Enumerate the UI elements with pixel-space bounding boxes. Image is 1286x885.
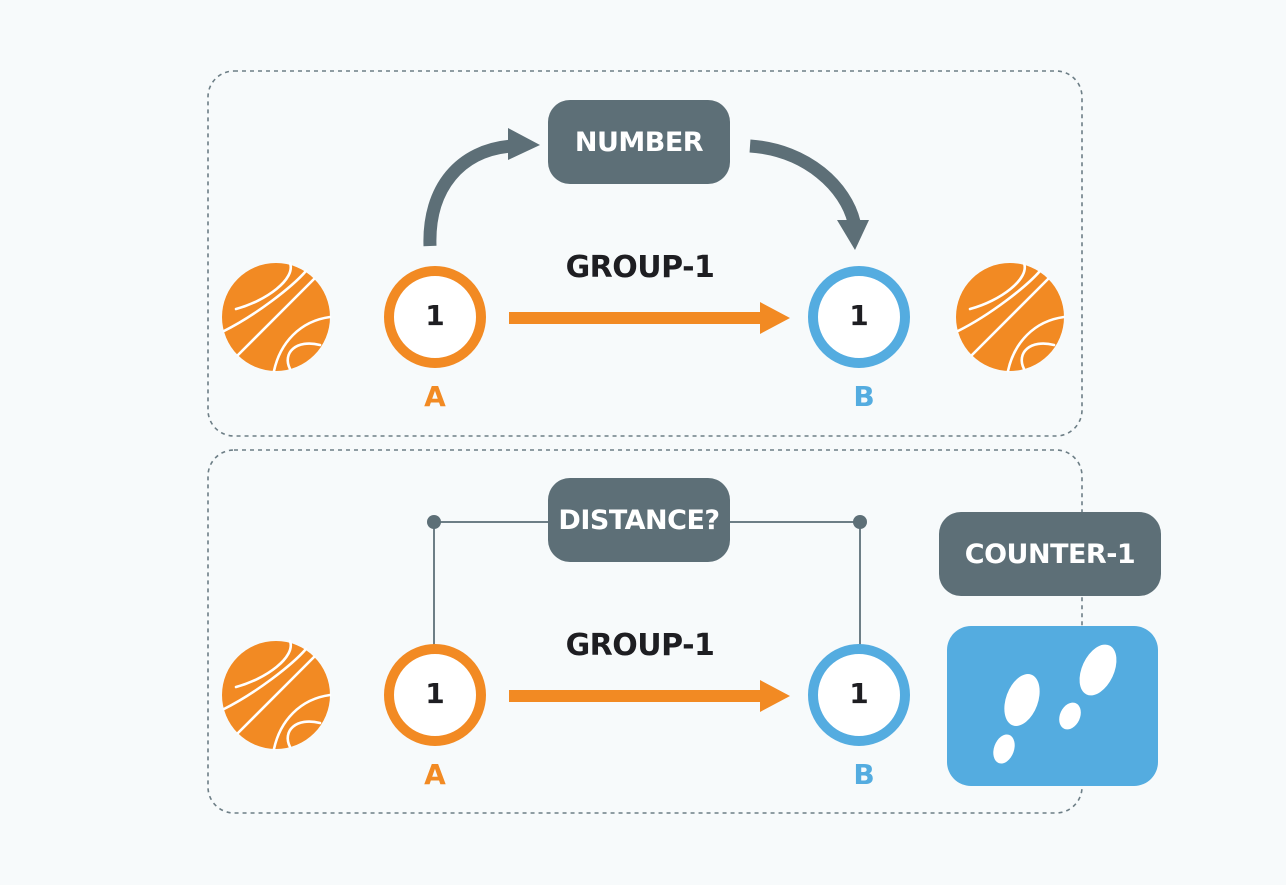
distance-tag-label: DISTANCE? [558,504,720,536]
top-pass-arrow-head [760,302,790,334]
curve-arrow-to-number [423,139,513,247]
curve-arrow-to-b-head [837,220,869,250]
curve-arrow-to-number-head [508,128,540,160]
top-node-b-letter: B [853,380,875,413]
bottom-node-a-ring [384,644,486,746]
basketball-icon [220,261,332,373]
bottom-node-a-letter: A [424,758,446,791]
bottom-node-b-ring [808,644,910,746]
top-group-label: GROUP-1 [565,250,715,285]
bottom-node-b-letter: B [853,758,875,791]
bottom-pass-arrow-shaft [509,690,763,702]
top-panel [207,70,1083,437]
counter-box [947,626,1158,786]
top-node-a-value: 1 [425,299,445,332]
top-pass-arrow-shaft [509,312,763,324]
counter-tag-label: COUNTER-1 [964,538,1136,570]
top-node-a-letter: A [424,380,446,413]
curve-arrow-to-b [749,139,861,224]
bottom-group-label: GROUP-1 [565,628,715,663]
basketball-icon [220,639,332,751]
distance-tag: DISTANCE? [548,478,730,562]
footprints-icon [993,644,1117,764]
top-node-b-ring [808,266,910,368]
basketball-icon [954,261,1066,373]
number-tag: NUMBER [548,100,730,184]
top-node-a-ring [384,266,486,368]
bottom-node-a-value: 1 [425,677,445,710]
distance-right-dot [853,515,867,529]
counter-tag: COUNTER-1 [939,512,1161,596]
top-node-b-value: 1 [849,299,869,332]
bottom-pass-arrow-head [760,680,790,712]
number-tag-label: NUMBER [574,126,704,158]
bottom-node-b-value: 1 [849,677,869,710]
distance-left-dot [427,515,441,529]
